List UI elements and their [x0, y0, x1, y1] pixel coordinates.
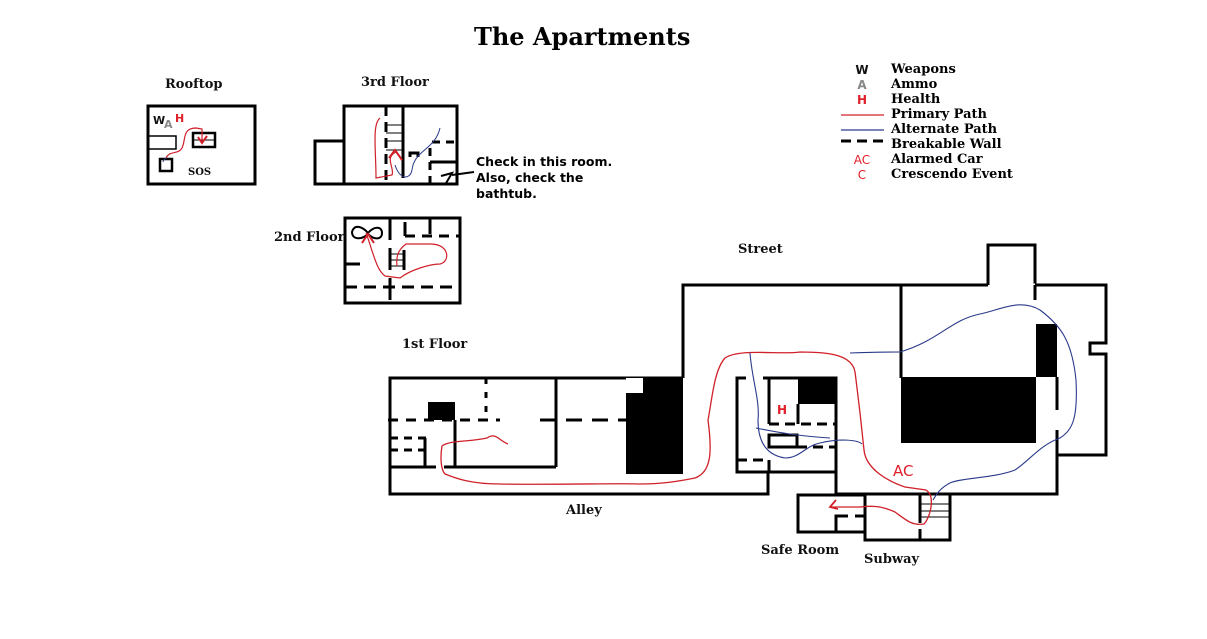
legend: W Weapons A Ammo H Health Primary Path Alte… [840, 62, 1013, 182]
note-line: Also, check the [476, 170, 584, 185]
legend-label: Alarmed Car [891, 152, 983, 167]
second-floor-label: 2nd Floor [274, 230, 345, 245]
legend-item-weapons: W Weapons [840, 62, 1013, 77]
legend-item-primary-path: Primary Path [840, 107, 1013, 122]
legend-item-alternate-path: Alternate Path [840, 122, 1013, 137]
note-text: Check in this room. Also, check the bath… [476, 154, 616, 202]
note-line: bathtub. [476, 186, 537, 201]
legend-label: Crescendo Event [891, 167, 1013, 182]
legend-item-ammo: A Ammo [840, 77, 1013, 92]
alternate-path [749, 304, 1077, 501]
alley-label: Alley [566, 503, 602, 518]
alarmed-car-letter-icon: AC [853, 152, 871, 167]
legend-item-alarmed-car: AC Alarmed Car [840, 152, 1013, 167]
third-floor-map [313, 104, 459, 186]
legend-item-breakable-wall: Breakable Wall [840, 137, 1013, 152]
rooftop-label: Rooftop [165, 77, 223, 92]
legend-label: Health [891, 92, 941, 107]
second-floor-map [343, 216, 462, 305]
note-line: Check in this room. [476, 154, 613, 169]
legend-label: Weapons [891, 62, 956, 77]
health-marker: H [777, 403, 788, 417]
legend-label: Ammo [891, 77, 938, 92]
first-floor-label: 1st Floor [402, 337, 468, 352]
street-label: Street [738, 242, 783, 257]
crescendo-letter-icon: C [857, 167, 867, 182]
first-floor-map [388, 243, 1108, 542]
third-floor-label: 3rd Floor [361, 75, 429, 90]
sos-label: SOS [188, 167, 212, 178]
safe-room-label: Safe Room [761, 543, 840, 558]
rooftop-weapons-marker: W [153, 114, 166, 127]
map-title: The Apartments [474, 22, 691, 51]
note-arrow [451, 171, 475, 176]
ammo-letter-icon: A [857, 77, 867, 92]
weapons-letter-icon: W [855, 62, 869, 77]
health-letter-icon: H [856, 92, 868, 107]
rooftop-ammo-marker: A [164, 118, 173, 131]
rooftop-map [146, 104, 257, 186]
legend-label: Breakable Wall [891, 137, 1002, 152]
legend-item-health: H Health [840, 92, 1013, 107]
legend-label: Alternate Path [891, 122, 998, 137]
subway-label: Subway [864, 552, 920, 567]
alarmed-car-marker: AC [893, 462, 914, 480]
rooftop-health-marker: H [175, 112, 185, 125]
legend-label: Primary Path [891, 107, 987, 122]
legend-item-crescendo: C Crescendo Event [840, 167, 1013, 182]
primary-path [440, 351, 932, 526]
